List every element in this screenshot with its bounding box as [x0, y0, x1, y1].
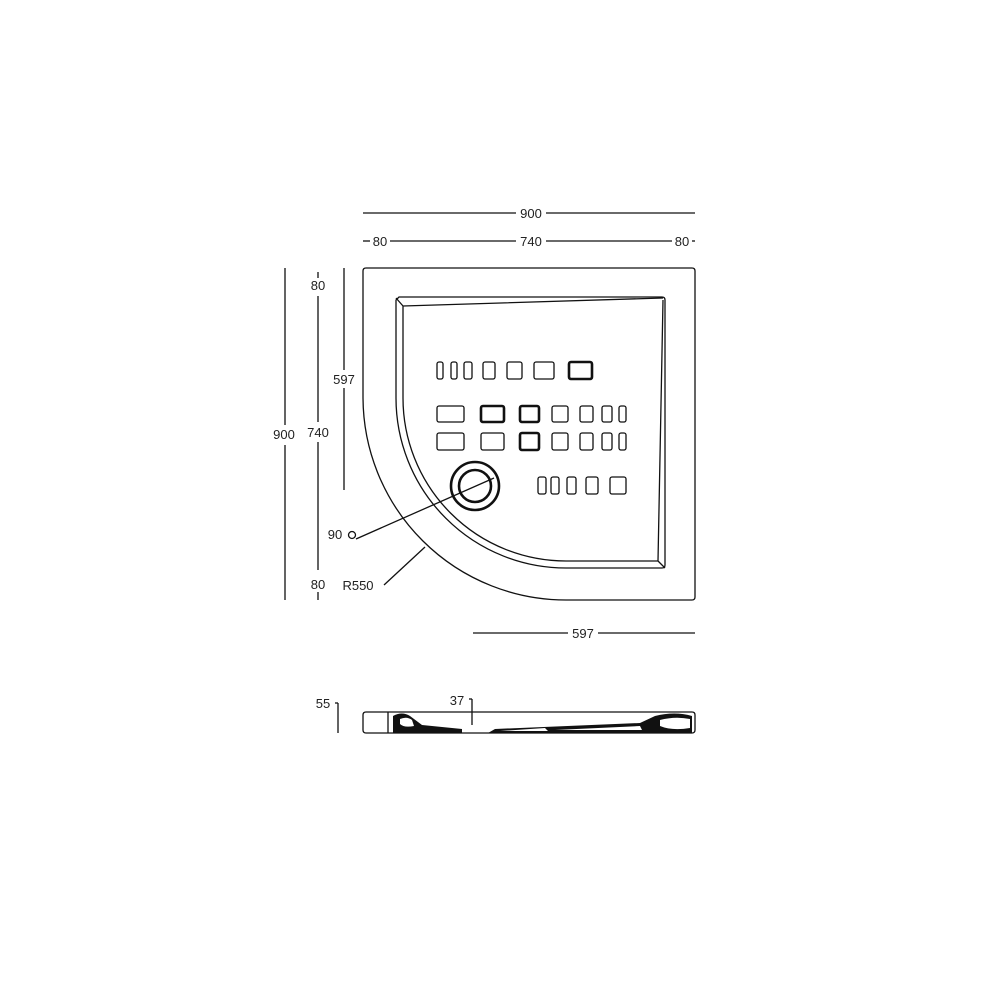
- dim-top-rim: 80: [311, 278, 325, 293]
- radius-leader: [383, 546, 426, 586]
- dim-bottom-rim: 80: [311, 577, 325, 592]
- dimension-labels: 900 80 740 80 900 80 740 80 597 597 90 R…: [273, 206, 689, 641]
- outer-outline: [362, 267, 696, 601]
- dim-overall-depth: 900: [273, 427, 295, 442]
- dimension-lines: [284, 212, 695, 634]
- dim-height: 55: [316, 696, 330, 711]
- anti-slip-pad: [618, 405, 627, 423]
- dim-drain: 90: [328, 527, 342, 542]
- tray-top-view: [347, 267, 696, 601]
- anti-slip-pad: [551, 432, 569, 451]
- anti-slip-pad: [550, 476, 560, 495]
- drain-inner: [457, 468, 493, 504]
- anti-slip-pad: [609, 476, 627, 495]
- inner-basin-outline: [395, 296, 666, 569]
- diameter-symbol: [347, 530, 357, 540]
- anti-slip-pad: [436, 405, 465, 423]
- anti-slip-pad: [480, 432, 505, 451]
- dim-radius: R550: [342, 578, 373, 593]
- drain-leader: [355, 477, 495, 540]
- anti-slip-pad: [436, 432, 465, 451]
- anti-slip-pad: [518, 431, 541, 452]
- anti-slip-pad: [518, 404, 541, 424]
- dim-right-rim: 80: [675, 234, 689, 249]
- anti-slip-pad: [450, 361, 458, 380]
- anti-slip-pad: [533, 361, 555, 380]
- anti-slip-pad: [482, 361, 496, 380]
- anti-slip-pad: [537, 476, 547, 495]
- anti-slip-pad: [601, 432, 613, 451]
- anti-slip-pad: [585, 476, 599, 495]
- dim-overall-width: 900: [520, 206, 542, 221]
- anti-slip-pad: [506, 361, 523, 380]
- dim-tray-depth: 37: [450, 693, 464, 708]
- dim-left-rim: 80: [373, 234, 387, 249]
- anti-slip-pad: [579, 405, 594, 423]
- dim-inner-width: 740: [520, 234, 542, 249]
- dim-straight-bottom: 597: [572, 626, 594, 641]
- dim-straight-left: 597: [333, 372, 355, 387]
- tray-side-view: 55 37: [316, 693, 696, 734]
- anti-slip-pad: [566, 476, 577, 495]
- anti-slip-pad: [436, 361, 444, 380]
- anti-slip-pads: [436, 360, 627, 495]
- drain-outer: [449, 460, 501, 512]
- anti-slip-pad: [479, 404, 506, 424]
- anti-slip-pad: [601, 405, 613, 423]
- anti-slip-pad: [551, 405, 569, 423]
- anti-slip-pad: [618, 432, 627, 451]
- anti-slip-pad: [579, 432, 594, 451]
- anti-slip-pad: [463, 361, 473, 380]
- anti-slip-pad: [567, 360, 594, 381]
- dim-inner-depth: 740: [307, 425, 329, 440]
- basin-slope-line: [395, 297, 666, 569]
